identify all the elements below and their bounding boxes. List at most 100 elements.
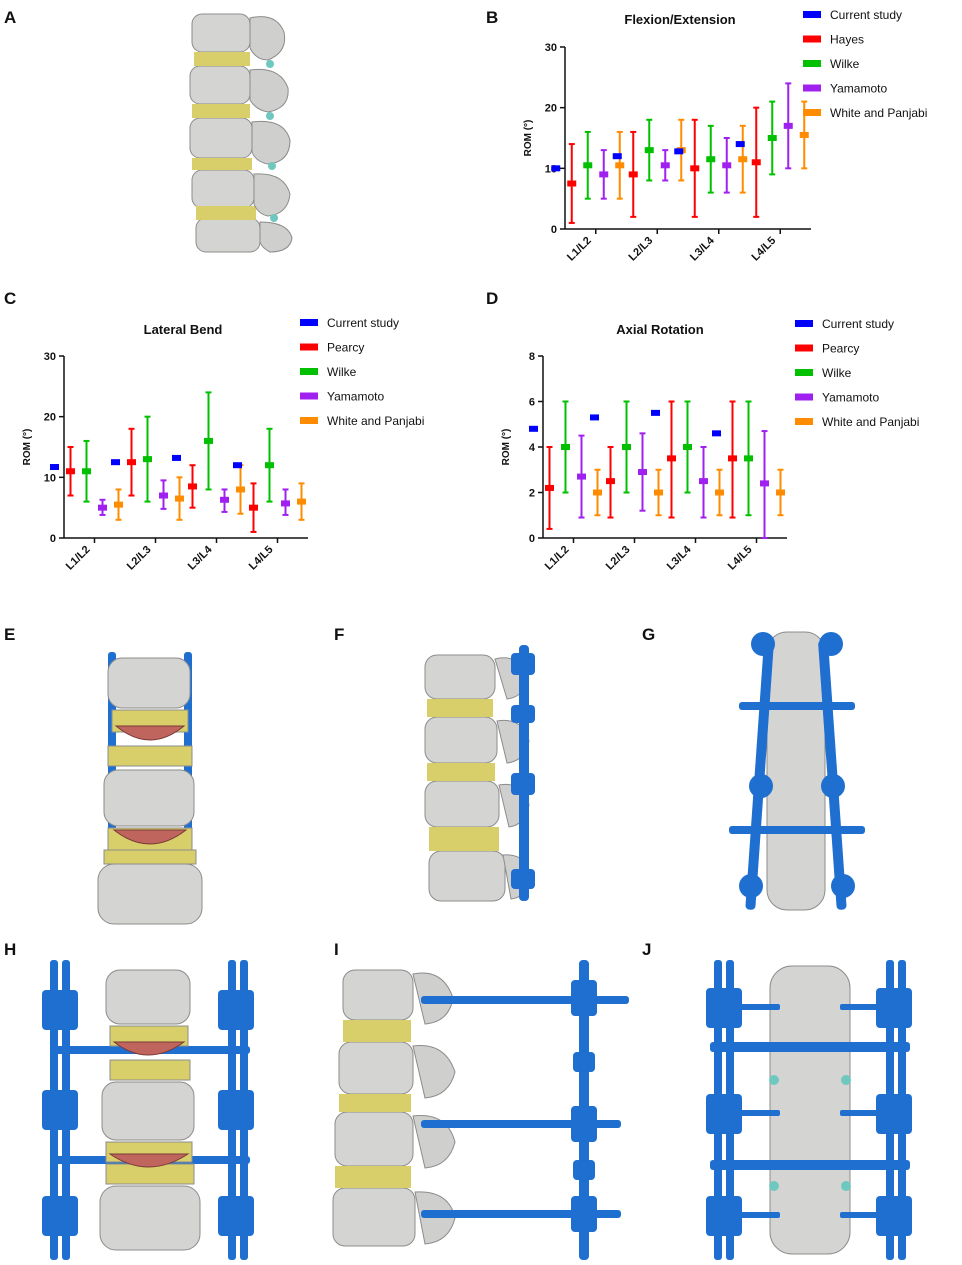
mean-marker	[66, 468, 75, 475]
mean-marker	[651, 409, 660, 416]
y-tick-label: 0	[50, 533, 56, 545]
spine-anterior-external-fixator-illustration	[42, 960, 254, 1260]
panel-label-a: A	[4, 8, 17, 27]
legend-swatch	[795, 418, 813, 425]
vertebra-bodies	[97, 657, 203, 925]
mean-marker	[606, 478, 615, 485]
legend-label: White and Panjabi	[822, 415, 919, 429]
legend-swatch	[300, 417, 318, 424]
spine-lateral-external-fixator-illustration	[332, 960, 629, 1260]
mean-marker	[143, 456, 152, 463]
vertebra-posterior	[766, 631, 826, 911]
mean-marker	[683, 444, 692, 450]
mean-marker	[297, 498, 306, 505]
y-tick-label: 20	[44, 412, 56, 424]
y-tick-label: 0	[551, 224, 557, 236]
y-tick-label: 2	[529, 488, 535, 500]
legend-swatch	[795, 369, 813, 376]
spine-posterior-external-fixator-illustration	[706, 960, 912, 1260]
mean-marker	[799, 131, 809, 138]
fixation-rod-and-screws	[511, 645, 535, 901]
mean-marker	[728, 455, 737, 462]
mean-marker	[265, 462, 274, 469]
legend-label: Pearcy	[822, 342, 859, 356]
vertebra-bodies	[424, 654, 506, 902]
mean-marker	[599, 171, 609, 178]
mean-marker	[220, 496, 229, 503]
mean-marker	[612, 153, 622, 160]
mean-marker	[760, 480, 769, 487]
intervertebral-discs	[192, 52, 256, 220]
mean-marker	[706, 156, 716, 163]
y-axis-label: ROM (°)	[501, 429, 512, 466]
posterior-elements	[412, 972, 456, 1245]
y-tick-label: 30	[545, 42, 557, 54]
nucleus-pulposus	[112, 725, 188, 845]
legend-label: Yamamoto	[830, 82, 887, 96]
mean-marker	[654, 489, 663, 496]
legend-label: Current study	[822, 317, 894, 331]
mean-marker	[590, 414, 599, 421]
mean-marker	[738, 156, 748, 163]
legend-label: Wilke	[830, 57, 860, 71]
mean-marker	[98, 504, 107, 511]
panel-label-h: H	[4, 940, 17, 959]
mean-marker	[188, 483, 197, 490]
vertebra-posterior	[769, 965, 851, 1255]
spine-lateral-fixation-illustration	[424, 645, 535, 902]
mean-marker	[175, 495, 184, 502]
x-tick-label: L4/L5	[726, 544, 755, 573]
mean-marker	[545, 484, 554, 491]
mean-marker	[551, 165, 561, 172]
legend-label: Yamamoto	[822, 391, 879, 405]
pedicle-screw-heads	[739, 632, 855, 898]
legend-swatch	[803, 84, 821, 92]
intervertebral-discs	[335, 1020, 411, 1188]
mean-marker	[593, 489, 602, 496]
mean-marker	[561, 444, 570, 450]
panel-label-b: B	[486, 8, 499, 27]
mean-marker	[249, 504, 258, 511]
legend-swatch	[300, 343, 318, 351]
mean-marker	[690, 165, 700, 172]
spine-anterior-fixation-illustration	[97, 652, 203, 925]
legend-label: Current study	[327, 316, 399, 330]
chart-title: Axial Rotation	[616, 322, 703, 337]
facet-joints	[266, 60, 278, 222]
legend-swatch	[795, 320, 813, 327]
mean-marker	[233, 462, 242, 469]
mean-marker	[783, 122, 793, 129]
mean-marker	[638, 469, 647, 476]
legend-label: Wilke	[327, 365, 357, 379]
mean-marker	[172, 454, 181, 461]
legend-swatch	[803, 11, 821, 18]
panel-label-f: F	[334, 625, 345, 644]
y-tick-label: 6	[529, 397, 535, 409]
mean-marker	[127, 459, 136, 466]
mean-marker	[111, 459, 120, 466]
legend-label: White and Panjabi	[327, 414, 424, 428]
x-tick-label: L3/L4	[665, 543, 694, 572]
legend-swatch	[300, 319, 318, 326]
facet-joints	[769, 1075, 851, 1191]
nucleus-pulposus	[108, 1041, 190, 1168]
mean-marker	[529, 425, 538, 432]
mean-marker	[667, 455, 676, 462]
legend-label: Wilke	[822, 366, 852, 380]
legend-label: Hayes	[830, 33, 864, 47]
mean-marker	[622, 444, 631, 450]
mean-marker	[767, 135, 777, 141]
panel-label-g: G	[642, 625, 656, 644]
mean-marker	[583, 162, 593, 169]
legend-swatch	[300, 392, 318, 400]
y-tick-label: 10	[44, 472, 56, 484]
vertebra-bodies	[99, 969, 201, 1251]
chart-title: Flexion/Extension	[624, 12, 735, 27]
fixator-rods-and-pins	[421, 960, 629, 1260]
mean-marker	[567, 180, 577, 187]
mean-marker	[751, 159, 761, 166]
intervertebral-discs	[105, 1025, 195, 1185]
panel-label-j: J	[642, 940, 652, 959]
